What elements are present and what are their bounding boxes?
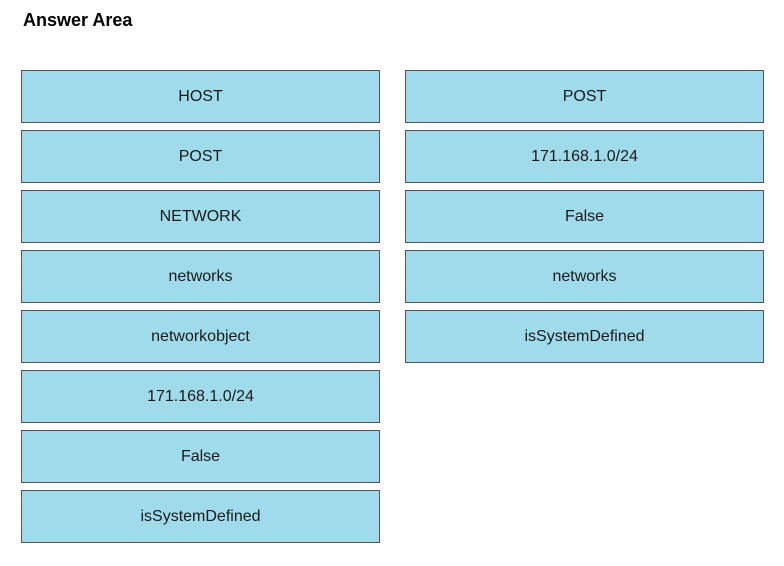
left-option-false[interactable]: False (21, 430, 380, 483)
right-answer-column: POST 171.168.1.0/24 False networks isSys… (405, 70, 764, 370)
left-option-networkobject[interactable]: networkobject (21, 310, 380, 363)
left-option-column: HOST POST NETWORK networks networkobject… (21, 70, 380, 550)
left-option-post[interactable]: POST (21, 130, 380, 183)
answer-area-title: Answer Area (23, 10, 133, 30)
right-answer-networks[interactable]: networks (405, 250, 764, 303)
right-answer-issystemdefined[interactable]: isSystemDefined (405, 310, 764, 363)
left-option-host[interactable]: HOST (21, 70, 380, 123)
right-answer-false[interactable]: False (405, 190, 764, 243)
left-option-issystemdefined[interactable]: isSystemDefined (21, 490, 380, 543)
left-option-ip-range[interactable]: 171.168.1.0/24 (21, 370, 380, 423)
left-option-network[interactable]: NETWORK (21, 190, 380, 243)
right-answer-post[interactable]: POST (405, 70, 764, 123)
left-option-networks[interactable]: networks (21, 250, 380, 303)
right-answer-ip-range[interactable]: 171.168.1.0/24 (405, 130, 764, 183)
